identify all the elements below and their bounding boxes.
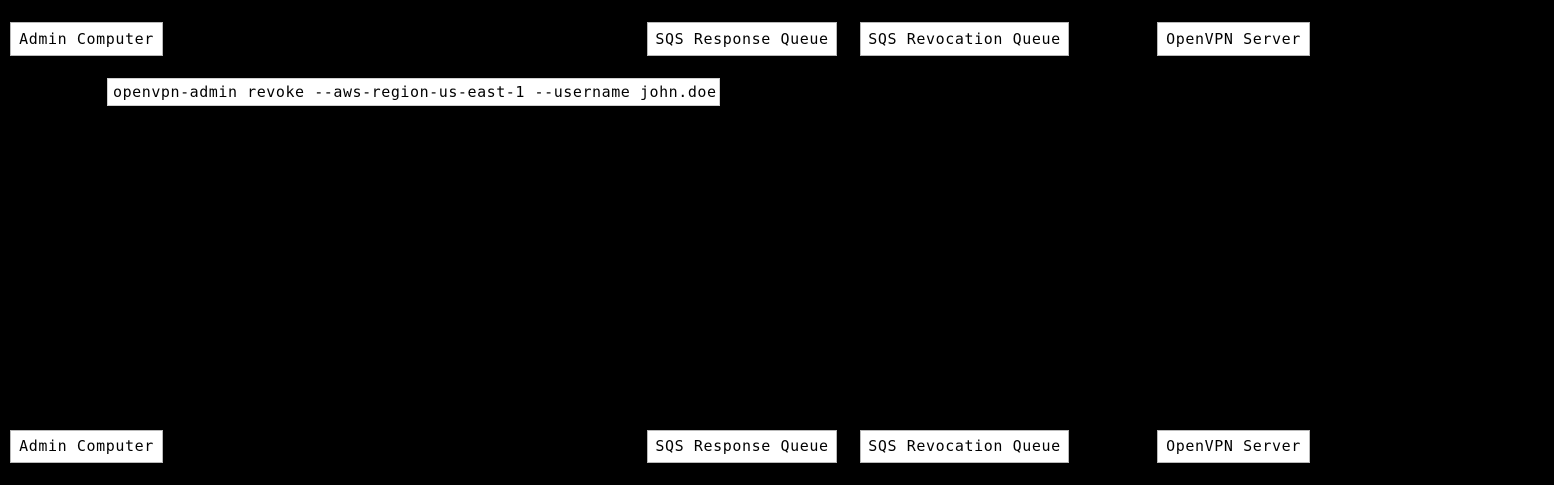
participant-sqs-revocation-queue-bottom[interactable]: SQS Revocation Queue [860, 430, 1069, 463]
participant-openvpn-server-top[interactable]: OpenVPN Server [1157, 22, 1310, 56]
participant-label: SQS Revocation Queue [868, 437, 1061, 455]
participant-admin-computer-bottom[interactable]: Admin Computer [10, 430, 163, 463]
message-label-0[interactable]: openvpn-admin revoke --aws-region-us-eas… [107, 78, 720, 106]
participant-label: SQS Response Queue [655, 29, 829, 48]
lifeline-2 [964, 56, 965, 430]
participant-openvpn-server-bottom[interactable]: OpenVPN Server [1157, 430, 1310, 463]
participant-label: SQS Revocation Queue [868, 29, 1061, 48]
participant-label: SQS Response Queue [655, 437, 829, 455]
participant-label: Admin Computer [19, 437, 154, 455]
participant-sqs-response-queue-top[interactable]: SQS Response Queue [647, 22, 837, 56]
participant-sqs-revocation-queue-top[interactable]: SQS Revocation Queue [860, 22, 1069, 56]
lifeline-3 [1233, 56, 1234, 430]
lifeline-0 [86, 56, 87, 430]
participant-label: Admin Computer [19, 29, 154, 48]
message-text: openvpn-admin revoke --aws-region-us-eas… [113, 82, 717, 101]
lifeline-1 [742, 56, 743, 430]
participant-label: OpenVPN Server [1166, 29, 1301, 48]
participant-sqs-response-queue-bottom[interactable]: SQS Response Queue [647, 430, 837, 463]
participant-admin-computer-top[interactable]: Admin Computer [10, 22, 163, 56]
participant-label: OpenVPN Server [1166, 437, 1301, 455]
